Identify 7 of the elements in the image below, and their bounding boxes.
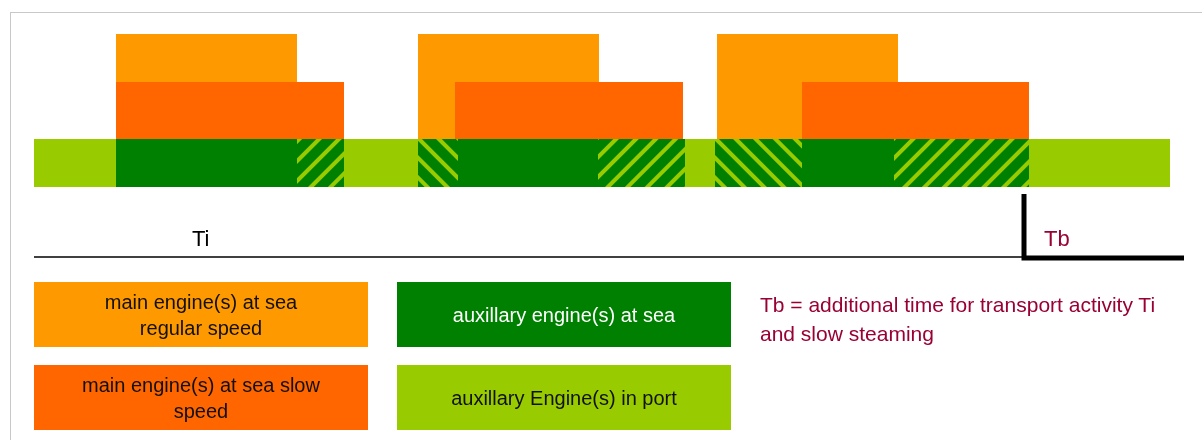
legend-text: main engine(s) at sea slow speed <box>81 372 321 424</box>
time-label: Ti <box>192 225 210 253</box>
note-text: Tb = additional time for transport activity Ti and slow steaming <box>760 292 1157 347</box>
legend-text: main engine(s) at sea regular speed <box>103 289 299 341</box>
legend-text: auxillary Engine(s) in port <box>450 385 678 411</box>
time-label: Tb <box>1044 225 1070 253</box>
legend-text: auxillary engine(s) at sea <box>451 302 677 328</box>
